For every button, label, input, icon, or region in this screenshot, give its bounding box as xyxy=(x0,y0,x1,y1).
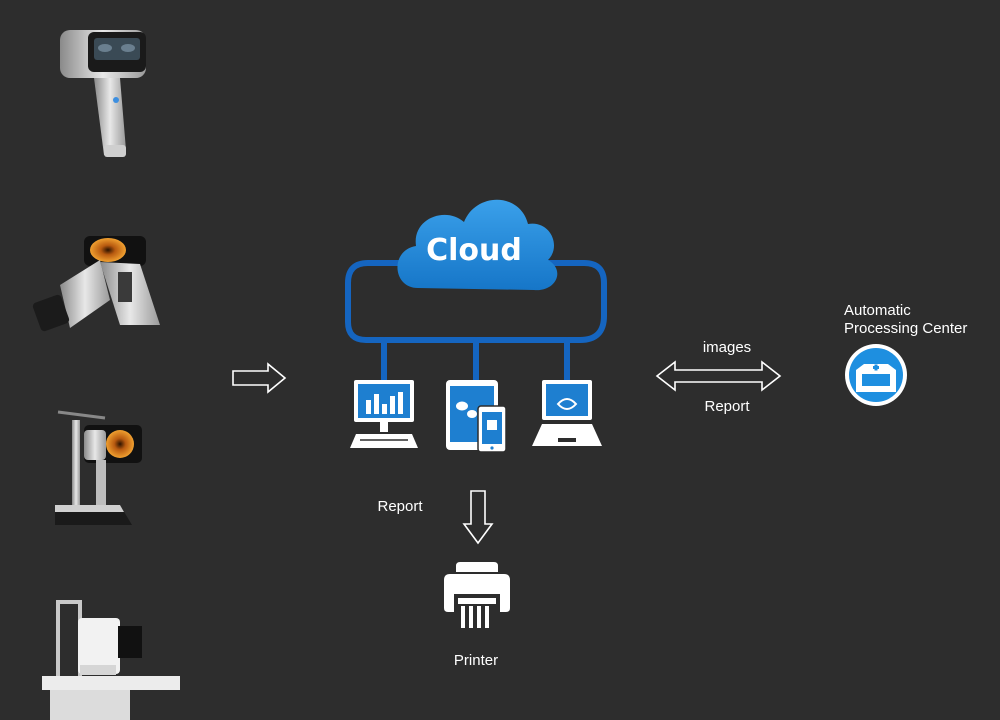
center-label-line2: Processing Center xyxy=(844,320,967,337)
right-arrow-icon xyxy=(232,362,287,394)
double-arrow-icon xyxy=(655,360,782,392)
center-label-line1: Automatic xyxy=(844,302,911,319)
slit-lamp-device-image xyxy=(55,410,142,525)
images-label: images xyxy=(703,339,751,356)
printer-icon xyxy=(444,562,510,628)
hospital-icon xyxy=(845,344,907,406)
report-label-down: Report xyxy=(377,498,423,515)
desktop-monitor-icon xyxy=(350,380,418,448)
report-label-right: Report xyxy=(704,398,750,415)
down-arrow-icon xyxy=(462,490,494,545)
handheld-imaging-device-image xyxy=(32,236,160,332)
printer-label: Printer xyxy=(454,652,498,669)
cloud-label: Cloud xyxy=(426,233,522,268)
smartphone-icon xyxy=(477,405,507,453)
laptop-icon xyxy=(532,380,602,446)
handheld-fundus-camera-image xyxy=(60,30,146,157)
cloud-connector-lines xyxy=(345,260,607,383)
desktop-fundus-camera-image xyxy=(42,600,180,720)
cloud-icon xyxy=(397,199,558,291)
